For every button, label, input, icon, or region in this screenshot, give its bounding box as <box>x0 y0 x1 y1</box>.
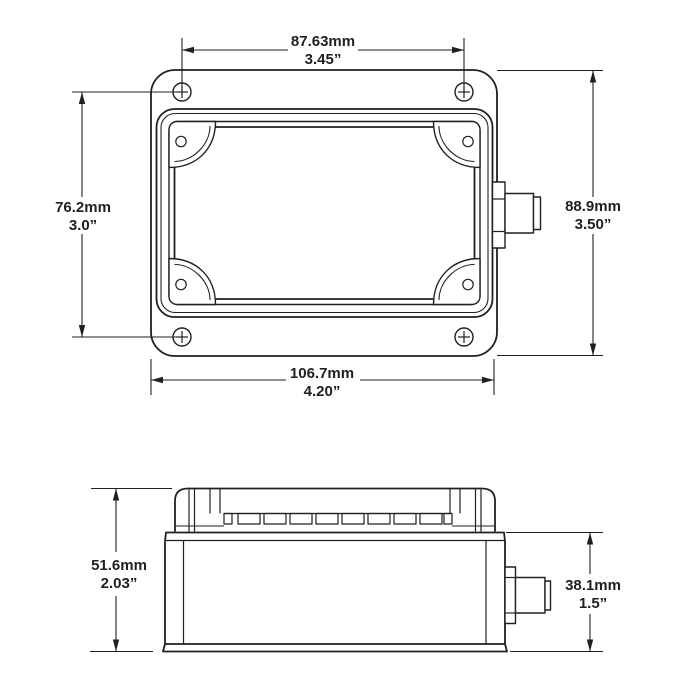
body-outline <box>164 531 506 644</box>
top-view: 87.63mm 3.45” 76.2mm 3.0” 88.9mm 3.50” <box>55 33 621 400</box>
vent-slot <box>289 512 313 525</box>
boss-outline <box>432 257 481 306</box>
dim-label-inch: 2.03” <box>101 575 138 592</box>
dim-label-mm: 76.2mm <box>55 199 111 216</box>
arrowhead-up-icon <box>589 70 597 83</box>
dim-label-mm: 87.63mm <box>291 33 355 50</box>
boss-inner-line <box>174 263 211 301</box>
boss-outline <box>168 120 217 169</box>
dim-bottom-overall-width: 106.7mm 4.20” <box>150 359 495 400</box>
dim-label-inch: 4.20” <box>304 383 341 400</box>
boss-outline <box>432 120 481 169</box>
vent-slot <box>263 512 287 525</box>
dim-label-mm: 88.9mm <box>565 198 621 215</box>
arrowhead-up-icon <box>112 488 120 501</box>
connector-body <box>504 192 535 234</box>
dim-label-mm: 51.6mm <box>91 557 147 574</box>
vent-slot <box>223 512 233 525</box>
dim-label-mm: 38.1mm <box>565 577 621 594</box>
corner-boss-bottom-right <box>432 257 481 306</box>
connector-flange <box>504 566 517 625</box>
connector-top-view <box>491 181 542 249</box>
connector-tip <box>532 196 542 231</box>
connector-tip <box>544 580 552 611</box>
arrowhead-down-icon <box>78 325 86 337</box>
boss-inner-line <box>438 125 475 163</box>
vent-slot <box>419 512 443 525</box>
boss-screw-hole <box>175 135 187 148</box>
arrowhead-right-icon <box>452 46 464 54</box>
corner-boss-bottom-left <box>168 257 217 306</box>
connector-body <box>514 576 546 614</box>
arrowhead-up-icon <box>78 92 86 104</box>
dim-label-inch: 3.50” <box>575 216 612 233</box>
dim-side-overall-height: 51.6mm 2.03” <box>90 487 172 653</box>
dim-label-inch: 3.0” <box>69 217 97 234</box>
body-recess-edge <box>168 120 481 306</box>
arrowhead-left-icon <box>182 46 194 54</box>
mounting-screw-bottom-right <box>454 327 474 347</box>
arrowhead-up-icon <box>586 532 594 545</box>
boss-outline <box>168 257 217 306</box>
body-panel-edge <box>173 126 476 300</box>
dim-label-mm: 106.7mm <box>290 365 354 382</box>
arrowhead-down-icon <box>112 639 120 652</box>
dim-right-overall-height: 88.9mm 3.50” <box>497 69 621 357</box>
connector-flange <box>491 181 506 249</box>
body-lid-edge <box>160 112 489 314</box>
vent-slot <box>341 512 365 525</box>
boss-inner-line <box>174 125 211 163</box>
arrowhead-right-icon <box>482 376 494 384</box>
vent-slot <box>237 512 261 525</box>
lid-outline <box>174 487 496 532</box>
boss-screw-hole <box>175 278 187 291</box>
arrowhead-left-icon <box>151 376 163 384</box>
arrowhead-down-icon <box>586 639 594 652</box>
dim-side-body-height: 38.1mm 1.5” <box>506 531 621 653</box>
vent-row <box>223 512 453 525</box>
side-view: 51.6mm 2.03” 38.1mm 1.5” <box>90 487 621 653</box>
vent-slot <box>367 512 391 525</box>
arrowhead-down-icon <box>589 343 597 356</box>
vent-slot <box>315 512 339 525</box>
dim-label-inch: 3.45” <box>305 51 342 68</box>
corner-boss-top-left <box>168 120 217 169</box>
corner-boss-top-right <box>432 120 481 169</box>
dim-left-screw-spacing: 76.2mm 3.0” <box>55 91 182 338</box>
dim-top-screw-spacing: 87.63mm 3.45” <box>181 33 465 92</box>
boss-screw-hole <box>462 135 474 148</box>
connector-side-view <box>504 566 552 625</box>
base-flange <box>162 643 508 653</box>
vent-slot <box>443 512 453 525</box>
dim-label-inch: 1.5” <box>579 595 607 612</box>
boss-inner-line <box>438 263 475 301</box>
boss-screw-hole <box>462 278 474 291</box>
vent-slot <box>393 512 417 525</box>
